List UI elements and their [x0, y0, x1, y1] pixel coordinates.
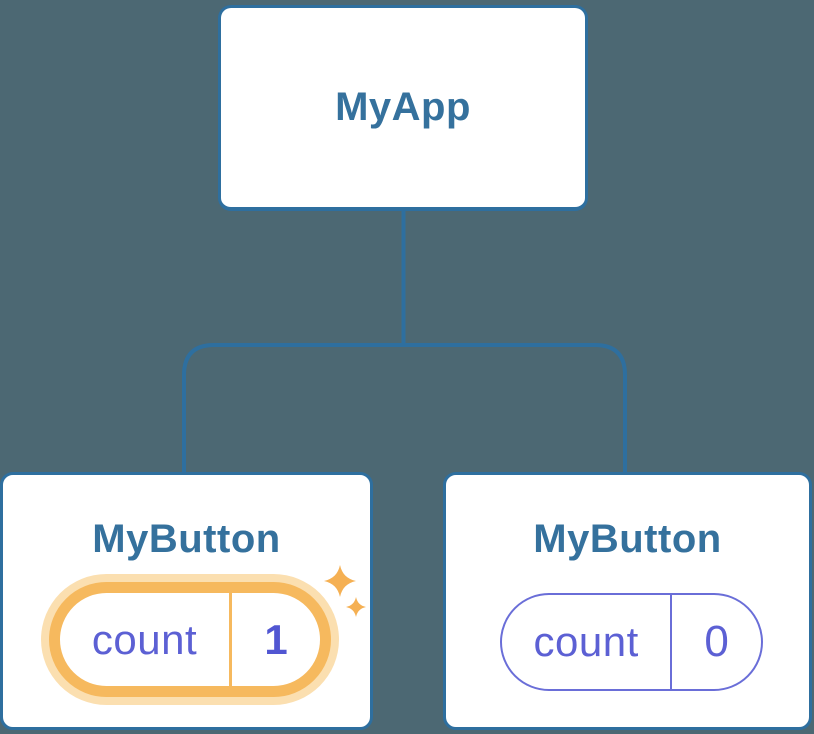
state-pill: count 0 — [500, 593, 763, 691]
node-title: MyApp — [335, 85, 471, 129]
node-mybutton-left: MyButton count 1 — [0, 472, 373, 730]
node-mybutton-right: MyButton count 0 — [443, 472, 812, 730]
state-pill: count 1 — [49, 582, 331, 697]
state-value: 0 — [704, 617, 729, 666]
state-value: 1 — [264, 615, 288, 663]
node-myapp: MyApp — [218, 5, 588, 211]
connector-bracket — [182, 343, 627, 473]
state-key-label: count — [91, 615, 198, 663]
state-key-label: count — [533, 618, 639, 665]
pill-divider — [670, 595, 673, 689]
pill-divider — [229, 593, 232, 686]
node-title: MyButton — [92, 517, 281, 561]
node-title: MyButton — [533, 517, 722, 561]
sparkle-small-icon — [346, 597, 366, 617]
sparkle-large-icon — [324, 565, 356, 597]
